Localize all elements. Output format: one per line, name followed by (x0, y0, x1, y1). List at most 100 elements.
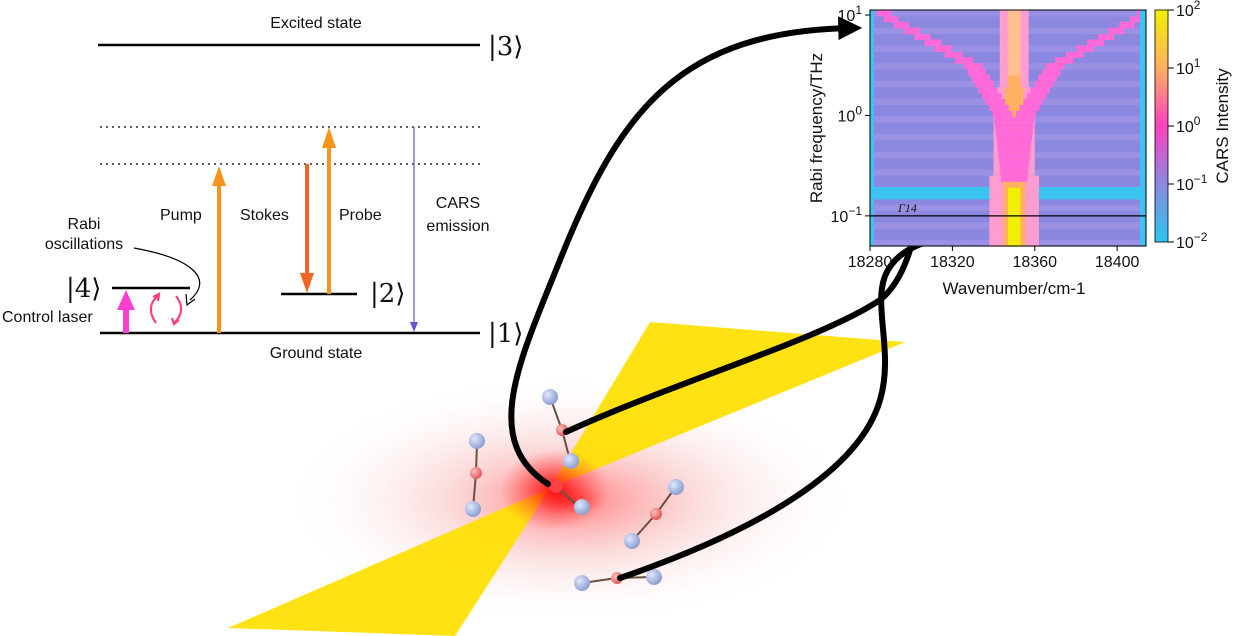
heatmap-branch (1038, 74, 1058, 82)
x-tick-label: 18360 (1013, 254, 1058, 271)
heatmap-branch (894, 21, 910, 29)
arrow-to-top (508, 16, 863, 487)
heatmap-branch (997, 139, 1018, 147)
heatmap-peak-core (1008, 216, 1021, 223)
ground-state-label: Ground state (270, 345, 363, 362)
probe-arrow (322, 127, 336, 294)
heatmap-branch (1108, 27, 1125, 35)
heatmap-branch (1045, 63, 1065, 70)
heatmap-branch (1087, 39, 1104, 46)
molecular-cloud-scene (228, 322, 905, 636)
molecule-c (549, 479, 590, 515)
heatmap-branch (1008, 163, 1029, 170)
heatmap-peak (1007, 45, 1021, 52)
heatmap-branch (883, 15, 899, 23)
heatmap-branch (924, 39, 942, 46)
heatmap-peak (1007, 69, 1021, 76)
x-tick-label: 18400 (1095, 254, 1140, 271)
probe-label: Probe (339, 207, 382, 224)
heatmap-branch (1019, 104, 1040, 111)
heatmap-branch (944, 51, 963, 58)
heatmap-peak (1004, 104, 1024, 111)
colorbar-title: CARS Intensity (1213, 68, 1232, 184)
heatmap-branch (985, 98, 1006, 105)
heatmap-branch (1007, 175, 1028, 182)
heatmap-branch (1013, 122, 1034, 129)
heatmap-edge (870, 10, 874, 246)
heatmap-branch (998, 151, 1019, 159)
heatmap-peak-core (1008, 198, 1021, 206)
heatmap-branch (1026, 92, 1047, 100)
laser-beam-lower (228, 488, 550, 636)
heatmap-peak (1007, 10, 1021, 17)
heatmap-edge (1140, 10, 1146, 246)
heatmap-peak-core (1008, 222, 1021, 229)
stokes-arrow (300, 164, 314, 293)
heatmap-peak-core (1008, 228, 1021, 235)
x-tick-label: 18320 (930, 254, 975, 271)
heatmap-peak-core (1008, 210, 1021, 218)
heatmap-peak (1007, 51, 1021, 58)
heatmap-peak (1007, 57, 1021, 64)
stokes-label: Stokes (240, 207, 289, 224)
colorbar (1154, 9, 1169, 243)
cars-label-line1: CARS (436, 195, 480, 212)
heatmap-branch (964, 63, 983, 70)
heatmap-branch (996, 133, 1017, 141)
heatmap-peak (1007, 80, 1021, 88)
heatmap-branch (904, 27, 920, 35)
heatmap-branch (981, 92, 1002, 100)
heatmap-branch (914, 33, 931, 41)
tick-label: 102 (1176, 0, 1201, 20)
tick-label: 101 (1176, 56, 1201, 78)
heatmap-branch (934, 45, 952, 52)
heatmap-branch (974, 80, 994, 88)
heatmap-branch (967, 69, 987, 76)
heatmap-branch (997, 145, 1019, 153)
heatmap-peak (1003, 181, 1026, 188)
heatmap-peak-core (1008, 204, 1021, 212)
pump-label: Pump (160, 207, 202, 224)
tick-label: 10−1 (1176, 172, 1208, 194)
heatmap-branch (954, 57, 974, 64)
heatmap-peak (1007, 33, 1021, 41)
ket-4-label: |4⟩ (66, 274, 101, 304)
heatmap-peak (1007, 63, 1021, 70)
heatmap-peak (1007, 39, 1021, 46)
heatmap-branch (1007, 169, 1028, 176)
heatmap-peak (1004, 86, 1024, 94)
heatmap-branch (992, 110, 1013, 117)
gamma14-annotation: Γ14 (897, 201, 917, 215)
heatmap-branch (1015, 110, 1036, 117)
energy-level-diagram: Excited state |3⟩ |2⟩ |4⟩ |1⟩ Ground sta… (2, 15, 523, 362)
molecule-d (624, 479, 684, 549)
heatmap-peak (1007, 27, 1021, 35)
molecule-b (465, 433, 485, 517)
heatmap-branch (1013, 116, 1035, 123)
heatmap-peak (1007, 15, 1021, 23)
heatmap-branch (1009, 151, 1030, 159)
ket-1-label: |1⟩ (488, 319, 523, 349)
heatmap-peak-core (1008, 234, 1021, 241)
ket-2-label: |2⟩ (370, 279, 405, 309)
control-laser-arrow (117, 290, 135, 333)
heatmap-peak (1007, 21, 1021, 29)
heatmap-peak (1007, 74, 1021, 82)
heatmap-branch (994, 122, 1016, 129)
heatmap-branch (994, 116, 1015, 123)
laser-beam-upper (550, 322, 905, 488)
cars-emission-arrow (410, 127, 418, 332)
cars-label-line2: emission (426, 218, 489, 235)
excited-state-label: Excited state (270, 15, 362, 32)
heatmap-branch (1030, 86, 1050, 94)
rabi-oscillation-arrows (149, 292, 183, 326)
pump-arrow (212, 166, 226, 333)
tick-label: 101 (838, 3, 863, 25)
heatmap-branch (1010, 145, 1031, 153)
heatmap-peak-core (1008, 187, 1021, 194)
heatmap-branch (1010, 139, 1032, 147)
